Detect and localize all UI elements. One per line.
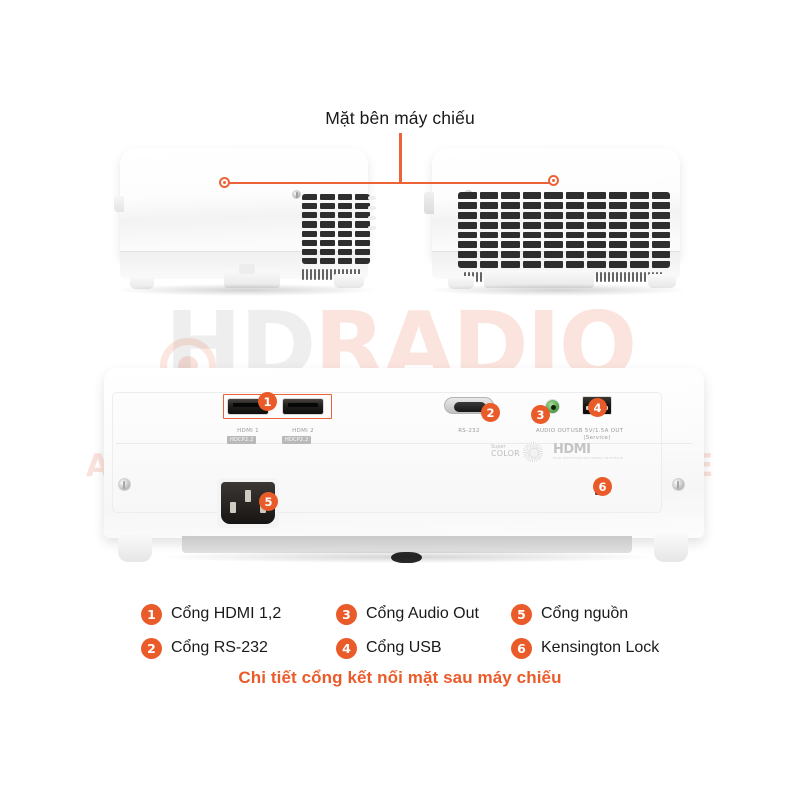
leader-line-horizontal [224,181,554,184]
projector-right-io-bump [424,192,434,214]
projector-left-adjuster [239,264,255,274]
leader-dot-left-icon [219,177,230,188]
legend-badge-5: 5 [511,603,532,625]
callout-badge-5[interactable]: 5 [259,492,278,511]
hdmi-highlight-box [223,394,332,419]
hdmi-logo: HDMI [553,442,591,457]
legend-label-3: Cổng Audio Out [366,605,479,622]
label-usb-line2: (Service) [583,435,611,441]
legend-list: 1 Cổng HDMI 1,2 3 Cổng Audio Out 5 Cổng … [141,597,681,665]
callout-badge-2[interactable]: 2 [481,403,500,422]
projector-right-foot-mid [484,270,594,288]
projector-right-foot-rear [648,274,676,288]
legend-item-1[interactable]: 1 Cổng HDMI 1,2 [141,597,336,631]
legend-label-5: Cổng nguồn [541,605,629,622]
rear-panel-inset [112,392,662,513]
rear-panel-screw-right-icon [672,478,685,491]
label-hdmi-1: HDMI 1 [237,428,259,434]
projector-right-foot-front [448,276,474,289]
label-rs232: RS-232 [458,428,480,434]
tag-hdcp-1: HDCP2.2 [227,436,257,444]
projector-left-foot-rear [334,274,364,288]
hdmi-logo-subtitle: HIGH-DEFINITION MULTIMEDIA INTERFACE [553,456,624,460]
legend-badge-3: 3 [336,603,357,625]
bottom-caption: Chi tiết cổng kết nối mặt sau máy chiếu [238,668,562,687]
label-usb-line1: USB 5V/1.5A OUT [570,428,624,434]
projector-left-vent-grille [302,194,370,264]
leader-dot-right-icon [548,175,559,186]
legend-badge-6: 6 [511,637,532,659]
rear-ceiling-mount [391,552,422,563]
supercolor-logo: Super COLOR [491,442,543,462]
legend-label-6: Kensington Lock [541,639,660,656]
label-hdmi-2: HDMI 2 [292,428,314,434]
projector-left-ridge-1 [368,196,376,200]
port-power-socket[interactable] [217,478,279,528]
supercolor-color: COLOR [491,449,520,459]
rear-base-shadow [164,551,649,563]
projector-left-shadow [116,284,376,296]
leader-line-vertical [399,133,402,183]
projector-side-view-right [418,148,690,296]
callout-badge-3[interactable]: 3 [531,405,550,424]
rear-foot-left [118,532,152,562]
rear-panel-hairline [116,443,692,444]
projector-left-ridge-2 [368,206,376,210]
projector-left-lens-bump [114,196,124,212]
rear-panel-screw-left-icon [118,478,131,491]
projector-right-shadow [428,284,686,296]
legend-badge-2: 2 [141,637,162,659]
callout-badge-4[interactable]: 4 [588,398,607,417]
projector-left-ridge-3 [368,216,376,220]
supercolor-text: Super COLOR [491,444,520,459]
legend-badge-4: 4 [336,637,357,659]
callout-badge-6[interactable]: 6 [593,477,612,496]
legend-label-1: Cổng HDMI 1,2 [171,605,282,622]
projector-left-foot-mid [224,270,280,288]
legend-item-4[interactable]: 4 Cổng USB [336,631,511,665]
supercolor-super: Super [491,444,506,451]
rear-foot-right [654,532,688,562]
supercolor-burst-icon [522,442,543,462]
projector-left-screw-icon [292,190,301,199]
rear-base-plate [182,536,632,553]
legend-label-4: Cổng USB [366,639,442,656]
legend-label-2: Cổng RS-232 [171,639,268,656]
callout-badge-1[interactable]: 1 [258,392,277,411]
projector-left-ridge-4 [368,226,376,230]
label-audio-out: AUDIO OUT [535,428,571,434]
tag-hdcp-2: HDCP2.2 [282,436,312,444]
port-hdmi-2[interactable] [282,398,324,415]
legend-item-6[interactable]: 6 Kensington Lock [511,631,686,665]
legend-badge-1: 1 [141,603,162,625]
projector-left-foot-front [130,276,154,289]
projector-right-vent-grille [458,192,670,268]
legend-item-3[interactable]: 3 Cổng Audio Out [336,597,511,631]
legend-item-2[interactable]: 2 Cổng RS-232 [141,631,336,665]
page-title: Mặt bên máy chiếu [325,108,475,128]
projector-rear-view: HDMI 1 HDCP2.2 HDMI 2 HDCP2.2 RS-232 AUD… [104,368,704,573]
legend-item-5[interactable]: 5 Cổng nguồn [511,597,686,631]
projector-side-view-left [112,148,382,296]
